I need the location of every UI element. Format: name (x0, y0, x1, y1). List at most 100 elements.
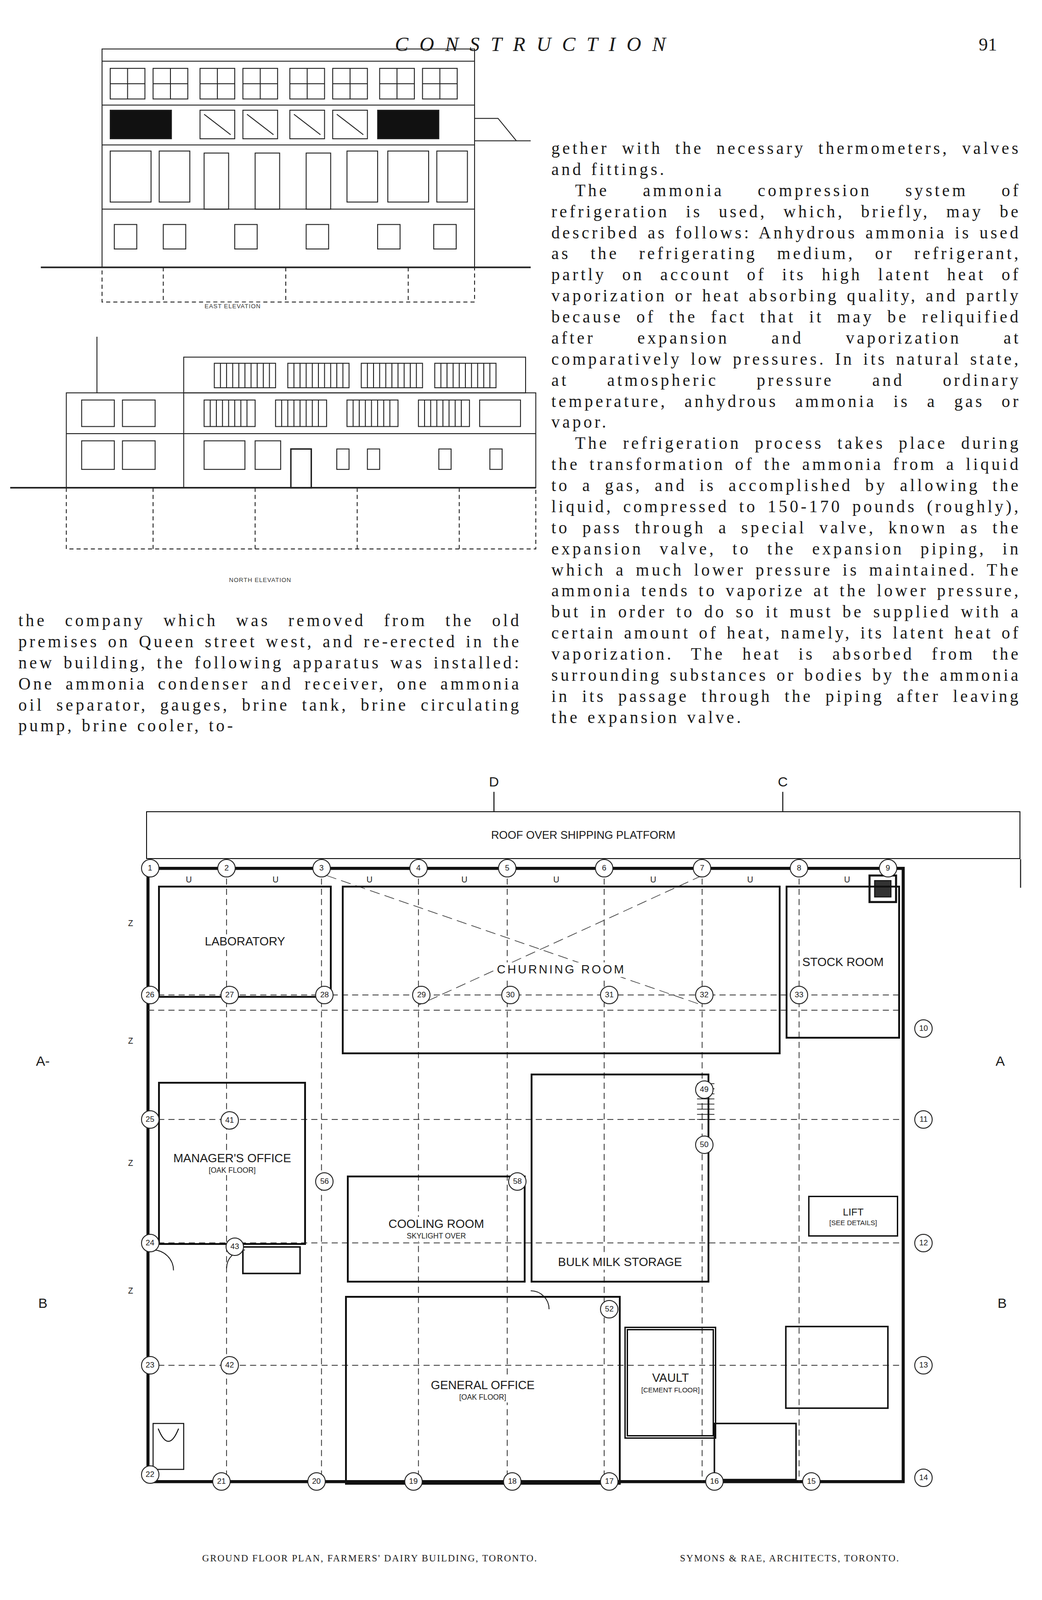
grid-bubble: 21 (212, 1472, 231, 1491)
north-elevation-part (479, 400, 521, 427)
room-note: [OAK FLOOR] (457, 1393, 509, 1403)
grid-bubble: 30 (501, 985, 520, 1005)
east-elevation-part (247, 114, 274, 135)
north-elevation-part (254, 487, 256, 550)
credit-line: SYMONS & RAE, ARCHITECTS, TORONTO. (679, 1552, 900, 1565)
east-elevation-part-part (332, 68, 368, 100)
north-elevation-part (122, 400, 156, 427)
room-box: VAULT[CEMENT FLOOR] (624, 1326, 717, 1439)
floor-plan-part-part (147, 1364, 904, 1366)
body-text: gether with the necessary thermometers, … (551, 137, 1021, 181)
east-elevation-part (101, 144, 475, 146)
section-mark: D (487, 774, 501, 790)
east-elevation-part (101, 49, 475, 268)
north-elevation-part (96, 336, 98, 393)
east-elevation-part (289, 110, 325, 139)
north-elevation-part (81, 441, 115, 470)
east-elevation-part-part (332, 83, 368, 85)
floor-plan-part (874, 880, 892, 898)
grid-bubble: 19 (404, 1472, 423, 1491)
column-mark: U (365, 874, 374, 885)
floor-plan-part (147, 868, 904, 1482)
section-mark: A (994, 1053, 1007, 1070)
north-elevation-part (458, 487, 460, 550)
east-elevation-part (234, 224, 258, 250)
grid-bubble: 52 (600, 1300, 619, 1319)
floor-plan-part (158, 1428, 179, 1442)
grid-bubble: 1 (141, 859, 160, 878)
grid-bubble: 3 (312, 859, 331, 878)
room-note: [SEE DETAILS] (827, 1218, 879, 1228)
grid-bubble: 10 (914, 1019, 933, 1038)
grid-bubble: 2 (217, 859, 236, 878)
room-box: STOCK ROOM (785, 885, 901, 1039)
north-elevation-part (424, 400, 462, 427)
north-elevation-part (346, 400, 398, 427)
east-elevation-part (407, 267, 409, 303)
grid-bubble: 14 (914, 1468, 933, 1488)
floor-plan-part (493, 792, 495, 812)
roof-band: ROOF OVER SHIPPING PLATFORM (146, 811, 1021, 860)
wall-mark: Z (127, 1036, 135, 1046)
room-note: [OAK FLOOR] (206, 1166, 258, 1176)
grid-bubble: 43 (225, 1237, 244, 1257)
east-elevation-part (110, 110, 172, 139)
figure-caption: GROUND FLOOR PLAN, FARMERS' DAIRY BUILDI… (202, 1552, 538, 1565)
east-elevation-part (101, 104, 475, 106)
east-elevation-part-part (152, 83, 188, 85)
north-elevation (10, 336, 536, 550)
east-elevation-part (436, 151, 468, 203)
room-name: GENERAL OFFICE (429, 1378, 537, 1394)
grid-bubble: 24 (141, 1234, 160, 1253)
east-elevation-part-part (110, 68, 146, 100)
north-elevation-part (66, 433, 536, 435)
north-elevation-part (367, 363, 417, 388)
room-name: VAULT (650, 1370, 691, 1386)
drawing-title: EAST ELEVATION (203, 302, 262, 310)
east-elevation-part-part (422, 83, 458, 85)
grid-bubble: 56 (315, 1172, 334, 1191)
body-text: the company which was removed from the o… (18, 610, 522, 737)
east-elevation-part (162, 267, 164, 303)
east-elevation-part (474, 118, 517, 142)
grid-bubble: 23 (141, 1356, 160, 1375)
north-elevation-part (66, 392, 536, 488)
north-elevation-part (66, 487, 536, 550)
north-elevation-part (214, 363, 276, 388)
east-elevation-part (336, 114, 364, 135)
grid-bubble: 9 (878, 859, 898, 878)
east-elevation-part (285, 267, 287, 303)
grid-bubble: 25 (141, 1110, 160, 1129)
east-elevation-part (433, 224, 457, 250)
grid-bubble: 50 (695, 1135, 714, 1155)
east-elevation-part (305, 152, 331, 210)
north-elevation-part (367, 448, 380, 470)
east-elevation-part (387, 151, 429, 203)
east-elevation-part (203, 114, 231, 135)
floor-plan-part-part (147, 1009, 904, 1011)
page-number: 91 (978, 33, 997, 55)
grid-bubble: 16 (705, 1472, 724, 1491)
east-elevation-part (159, 151, 191, 203)
floor-plan-part-part (147, 1119, 904, 1121)
east-elevation-part (110, 151, 152, 203)
floor-plan-part-part (603, 868, 605, 1482)
column-mark: U (746, 874, 754, 885)
grid-bubble: 17 (600, 1472, 619, 1491)
east-elevation-part (377, 224, 401, 250)
east-elevation-part-part (152, 68, 188, 100)
north-elevation-part (294, 363, 344, 388)
room-note: [CEMENT FLOOR] (639, 1385, 702, 1395)
room-name: BULK MILK STORAGE (556, 1255, 685, 1270)
column-mark: U (271, 874, 280, 885)
room-box: MANAGER'S OFFICE[OAK FLOOR] (158, 1081, 306, 1246)
body-text: The ammonia compression system of refrig… (551, 180, 1021, 434)
grid-bubble: 12 (914, 1234, 933, 1253)
east-elevation-part-part (243, 83, 278, 85)
column-mark: U (460, 874, 469, 885)
running-head: CONSTRUCTION (395, 32, 677, 56)
room-name: STOCK ROOM (800, 955, 886, 970)
floor-plan-part (147, 868, 904, 1482)
section-mark: A- (34, 1053, 51, 1070)
grid-bubble: 28 (315, 985, 334, 1005)
